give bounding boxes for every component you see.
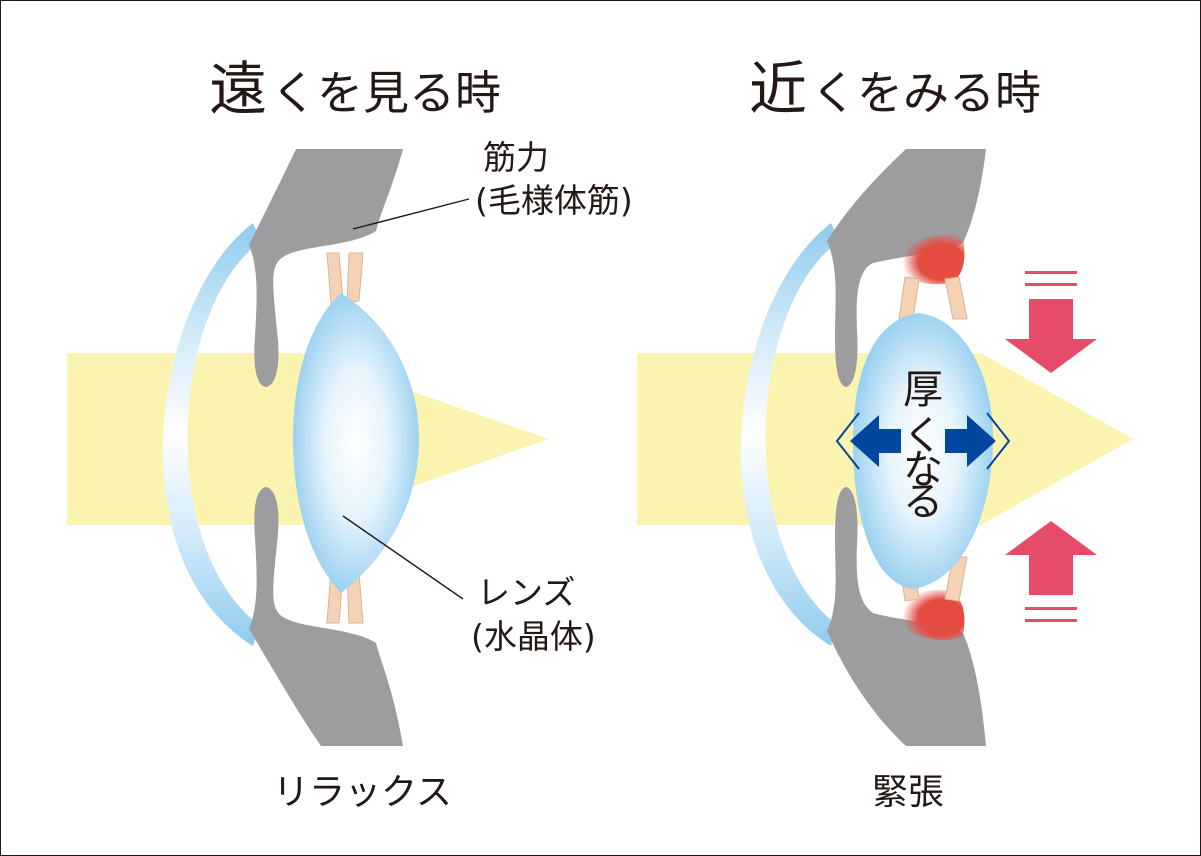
lens-label-line2: (水晶体) <box>471 617 596 656</box>
thick-label: 厚 く な る <box>903 367 943 525</box>
lens-leader-line <box>342 515 464 600</box>
right-panel: 厚 く な る 近くをみる時 緊張 <box>637 55 1133 813</box>
right-title: 近くをみる時 <box>749 55 1041 123</box>
left-title-rest: くを見る時 <box>271 66 501 120</box>
left-title: 遠くを見る時 <box>209 55 501 123</box>
ciliary-muscle-lower-left <box>249 487 403 746</box>
contracted-muscle-lower <box>899 589 965 640</box>
left-title-first-char: 遠 <box>209 55 267 123</box>
ciliary-muscle-upper-right <box>827 149 986 387</box>
thick-label-char-3: な <box>903 447 943 493</box>
right-caption: 緊張 <box>872 772 944 813</box>
zonules-upper-left <box>326 252 364 304</box>
ciliary-muscle-upper-left <box>249 149 403 387</box>
lens-thin <box>293 293 419 593</box>
ciliary-muscle-lower-right <box>827 487 986 746</box>
right-title-rest: くをみる時 <box>811 66 1041 120</box>
cornea-left <box>162 223 261 646</box>
left-panel: 遠くを見る時 筋力 (毛様体筋) レンズ (水晶体) リラックス <box>67 55 633 813</box>
contracted-muscle-upper <box>899 234 965 285</box>
expand-arrow-left <box>835 412 901 470</box>
muscle-label-line2: (毛様体筋) <box>475 181 633 220</box>
lens-thick <box>853 313 993 589</box>
zonules-upper-right <box>898 276 968 320</box>
right-title-first-char: 近 <box>749 55 807 123</box>
muscle-label-line1: 筋力 <box>483 138 549 177</box>
lens-label-line1: レンズ <box>477 573 575 612</box>
muscle-leader-line <box>352 198 470 230</box>
pressure-arrow-up <box>1005 521 1097 622</box>
thick-label-char-2: く <box>903 413 943 459</box>
thick-label-char-4: る <box>903 479 943 525</box>
cornea-right <box>740 223 839 646</box>
thick-label-char-1: 厚 <box>903 367 943 413</box>
expand-arrow-right <box>945 412 1011 470</box>
left-caption: リラックス <box>273 772 452 813</box>
pressure-arrow-down <box>1005 271 1097 373</box>
